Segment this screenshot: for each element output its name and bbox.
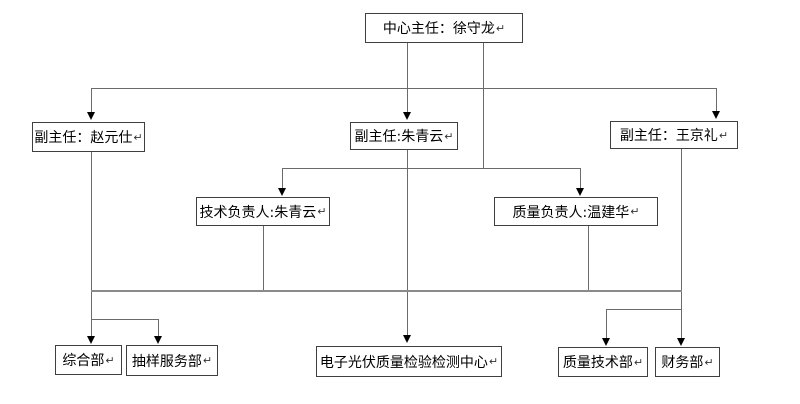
org-node-label: 综合部: [62, 353, 105, 369]
org-node-quality-lead[interactable]: 质量负责人:温建华 ↵: [494, 197, 658, 226]
connector-zhu-to-testing-center: [407, 150, 408, 336]
org-node-label: 抽样服务部: [131, 353, 202, 370]
connector-wang-to-finance: [681, 149, 682, 339]
connector-drop-tech-lead: [282, 168, 283, 189]
connector-zhao-to-bus: [91, 152, 92, 337]
org-node-testing-center[interactable]: 电子光伏质量检验检测中心 ↵: [316, 346, 502, 377]
org-node-label: 副主任：赵元仕: [34, 130, 133, 146]
connector-drop-sampling: [158, 319, 159, 337]
org-node-sampling-service-dept[interactable]: 抽样服务部 ↵: [126, 345, 218, 376]
arrow-down-icon: [87, 112, 95, 120]
arrow-down-icon: [154, 336, 162, 344]
paragraph-return-mark: ↵: [444, 129, 454, 143]
connector-deputies-splitter: [91, 88, 717, 89]
connector-quality-lead-to-bus: [588, 226, 589, 291]
org-node-center-director[interactable]: 中心主任：徐守龙 ↵: [365, 13, 523, 43]
paragraph-return-mark: ↵: [495, 21, 506, 35]
connector-director-to-leads-splitter: [483, 43, 484, 168]
connector-tech-lead-to-bus: [263, 226, 264, 291]
paragraph-return-mark: ↵: [133, 130, 143, 144]
org-node-label: 质量技术部: [562, 355, 633, 371]
paragraph-return-mark: ↵: [704, 355, 714, 369]
connector-branch-sampling: [91, 319, 159, 320]
org-node-finance-dept[interactable]: 财务部 ↵: [655, 347, 720, 377]
paragraph-return-mark: ↵: [317, 205, 327, 218]
org-node-deputy-zhao[interactable]: 副主任：赵元仕 ↵: [32, 122, 145, 152]
arrow-down-icon: [403, 335, 411, 343]
org-node-label: 财务部: [661, 355, 704, 371]
connector-branch-quality-tech: [606, 309, 682, 310]
paragraph-return-mark: ↵: [633, 355, 644, 369]
connector-leads-splitter: [282, 168, 581, 169]
org-node-label: 电子光伏质量检验检测中心: [319, 354, 488, 371]
arrow-down-icon: [677, 338, 685, 346]
org-node-label: 中心主任：徐守龙: [382, 21, 495, 37]
connector-drop-quality-tech: [606, 309, 607, 339]
arrow-down-icon: [278, 188, 286, 196]
arrow-down-icon: [602, 338, 610, 346]
paragraph-return-mark: ↵: [105, 353, 115, 367]
paragraph-return-mark: ↵: [630, 205, 640, 218]
arrow-down-icon: [87, 336, 95, 344]
connector-drop-deputy-wang: [716, 88, 717, 112]
org-node-general-dept[interactable]: 综合部 ↵: [55, 345, 122, 375]
org-node-deputy-wang[interactable]: 副主任：王京礼 ↵: [610, 121, 738, 149]
org-node-quality-tech-dept[interactable]: 质量技术部 ↵: [558, 347, 648, 377]
org-node-deputy-zhu[interactable]: 副主任:朱青云 ↵: [350, 122, 458, 150]
org-node-label: 副主任：王京礼: [619, 128, 718, 144]
connector-drop-deputy-zhao: [91, 88, 92, 112]
connector-drop-quality-lead: [580, 168, 581, 189]
paragraph-return-mark: ↵: [718, 128, 729, 142]
connector-director-to-deputy-zhu: [407, 43, 408, 113]
arrow-down-icon: [403, 112, 411, 120]
arrow-down-icon: [712, 111, 720, 119]
paragraph-return-mark: ↵: [202, 354, 213, 367]
org-node-label: 质量负责人:温建华: [512, 204, 630, 221]
paragraph-return-mark: ↵: [488, 355, 499, 368]
org-node-label: 副主任:朱青云: [354, 129, 444, 145]
arrow-down-icon: [576, 188, 584, 196]
org-node-label: 技术负责人:朱青云: [199, 204, 317, 221]
connector-shared-bus: [91, 290, 682, 292]
org-node-tech-lead[interactable]: 技术负责人:朱青云 ↵: [196, 197, 330, 226]
